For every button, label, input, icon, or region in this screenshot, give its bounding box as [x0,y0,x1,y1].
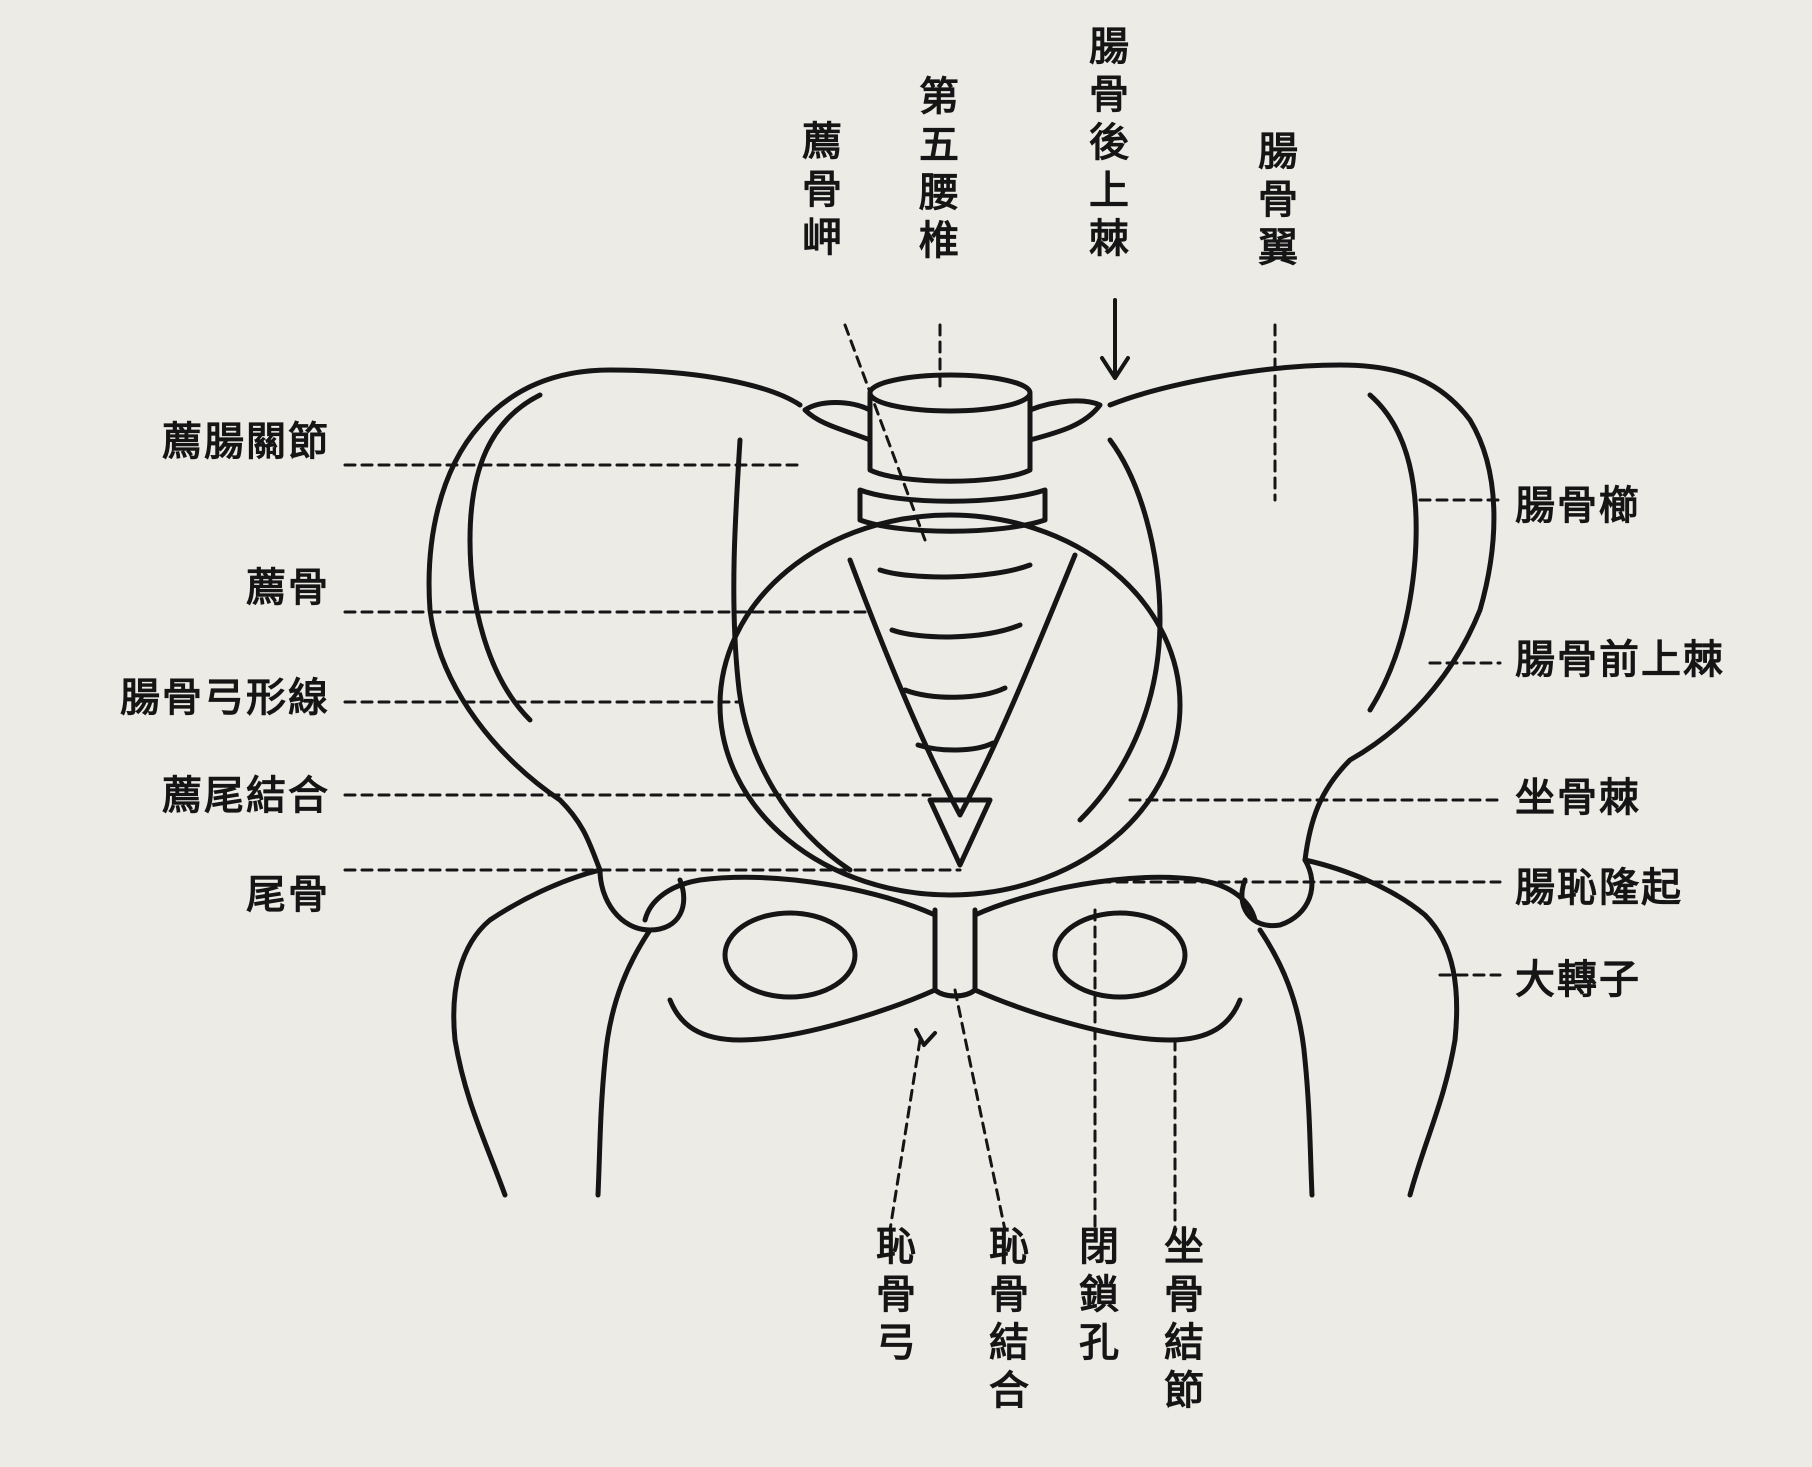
label-sacrococcygeal: 薦尾結合 [60,776,330,816]
vertebra-disc [860,490,1045,531]
right-femoral-head [1242,860,1312,926]
label-pubic-symphysis: 恥骨結合 [985,1225,1025,1417]
sacrum-ridge-4 [918,743,993,750]
label-greater-trochanter: 大轉子 [1515,960,1641,1000]
label-ischial-spine: 坐骨棘 [1515,778,1641,818]
label-psis: 腸骨後上棘 [1085,25,1125,265]
label-sacral-promontory: 薦骨岬 [798,120,838,264]
right-femur-inner [1260,930,1312,1195]
left-iliac-crest-inner [470,395,540,720]
sacrum-ridge-2 [892,625,1020,637]
left-femur-inner [598,930,650,1195]
vertebra-left-process [805,403,870,441]
sacrum-ridge-3 [905,688,1005,697]
label-coccyx: 尾骨 [60,875,330,915]
label-si-joint: 薦腸關節 [60,422,330,462]
psis-arrow-icon [1102,300,1128,378]
sacrum-ridge-1 [880,565,1030,577]
label-iliac-wing: 腸骨翼 [1254,130,1294,274]
right-obturator-foramen [1055,913,1185,997]
right-iliac-wing [1110,365,1494,860]
label-sacrum: 薦骨 [60,568,330,608]
label-asis: 腸骨前上棘 [1515,640,1725,680]
sacrum-outline [850,555,1075,815]
label-arcuate-line: 腸骨弓形線 [20,678,330,718]
right-femur-outer [1305,860,1457,1195]
right-arcuate-line [1080,440,1160,820]
left-arcuate-line [734,440,850,870]
vertebra-top [870,375,1030,411]
right-iliac-crest-inner [1370,395,1416,710]
label-fifth-lumbar: 第五腰椎 [915,75,955,267]
leader-lines [345,325,1500,1230]
left-femoral-head [600,870,684,930]
label-iliac-crest: 腸骨櫛 [1515,486,1641,526]
label-obturator-foramen: 閉鎖孔 [1075,1225,1115,1369]
left-femur-outer [454,870,600,1195]
pubic-symphysis-shape [935,910,975,996]
left-obturator-foramen [725,913,855,997]
label-pubic-arch: 恥骨弓 [872,1225,912,1369]
label-ischial-tuberosity: 坐骨結節 [1160,1225,1200,1417]
vertebra-right-process [1030,401,1100,440]
label-iliopubic-eminence: 腸恥隆起 [1515,868,1683,908]
